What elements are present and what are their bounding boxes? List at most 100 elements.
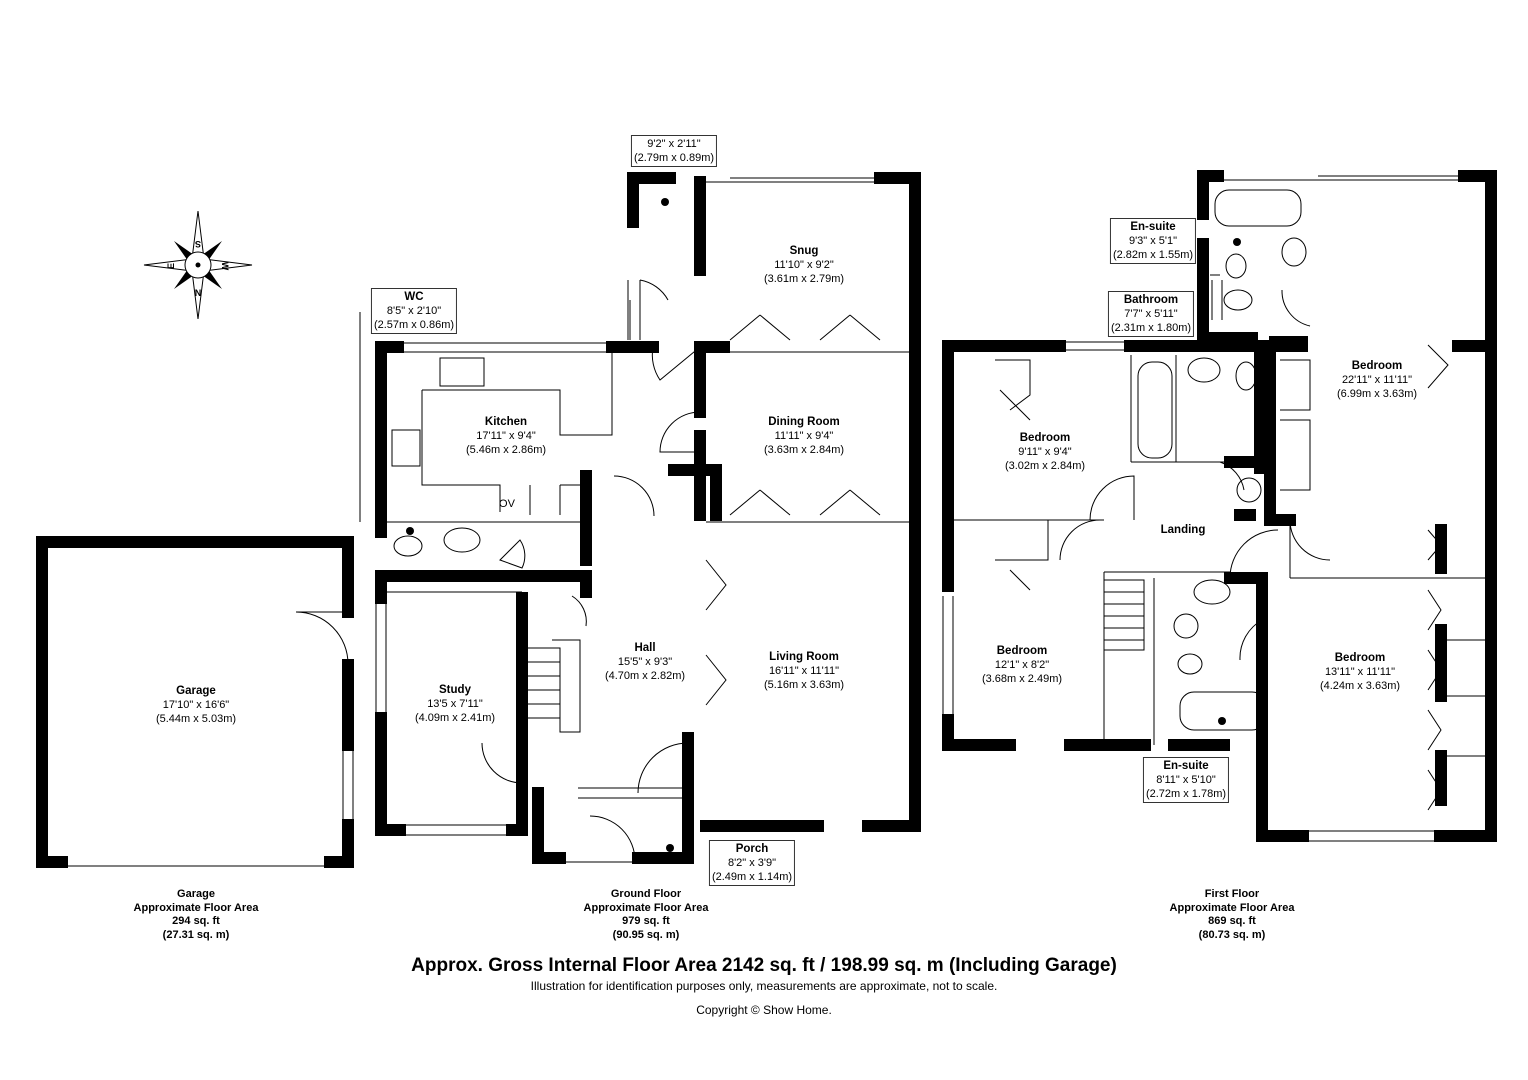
room-label-garage: Garage 17'10" x 16'6" (5.44m x 5.03m) bbox=[156, 684, 236, 726]
room-label-study: Study 13'5 x 7'11" (4.09m x 2.41m) bbox=[415, 683, 495, 725]
room-dims: 8'2" x 3'9" bbox=[727, 857, 777, 869]
room-dims: 9'2" x 2'11" bbox=[647, 138, 701, 150]
room-label-cupboard: 9'2" x 2'11" (2.79m x 0.89m) bbox=[630, 135, 718, 167]
room-metric: (4.24m x 3.63m) bbox=[1319, 680, 1401, 692]
room-metric: (4.09m x 2.41m) bbox=[414, 712, 496, 724]
compass-s: S bbox=[195, 239, 201, 249]
room-dims: 17'11" x 9'4" bbox=[476, 430, 536, 442]
room-metric: (2.79m x 0.89m) bbox=[633, 152, 715, 164]
room-metric: (3.68m x 2.49m) bbox=[981, 673, 1063, 685]
room-label-hall: Hall 15'5" x 9'3" (4.70m x 2.82m) bbox=[605, 641, 685, 683]
room-name: Bedroom bbox=[1351, 360, 1403, 372]
room-name: Living Room bbox=[769, 651, 839, 663]
room-dims: 15'5" x 9'3" bbox=[617, 656, 673, 668]
first-floor-thin-lines bbox=[942, 175, 1491, 842]
garage-thin-lines bbox=[62, 611, 354, 867]
room-label-ensuite-upper: En-suite 9'3" x 5'1" (2.82m x 1.55m) bbox=[1109, 218, 1197, 264]
room-metric: (4.70m x 2.82m) bbox=[604, 670, 686, 682]
compass-w: W bbox=[220, 262, 230, 271]
compass-e: E bbox=[166, 263, 176, 269]
room-dims: 12'1" x 8'2" bbox=[994, 659, 1050, 671]
floor-title: Garage bbox=[177, 888, 215, 900]
oven-label: OV bbox=[499, 498, 515, 510]
room-dims: 11'11" x 9'4" bbox=[774, 430, 834, 442]
room-label-wc: WC 8'5" x 2'10" (2.57m x 0.86m) bbox=[370, 288, 458, 334]
fixture-dots bbox=[406, 198, 1241, 852]
room-dims: 11'10" x 9'2" bbox=[774, 259, 834, 271]
floor-area-garage: Garage Approximate Floor Area 294 sq. ft… bbox=[134, 888, 259, 942]
room-name: Bedroom bbox=[1019, 432, 1071, 444]
disclaimer: Illustration for identification purposes… bbox=[530, 979, 998, 993]
room-label-bathroom: Bathroom 7'7" x 5'11" (2.31m x 1.80m) bbox=[1107, 291, 1195, 337]
gross-floor-area: Approx. Gross Internal Floor Area 2142 s… bbox=[411, 955, 1117, 976]
room-dims: 8'11" x 5'10" bbox=[1156, 774, 1216, 786]
room-dims: 7'7" x 5'11" bbox=[1124, 308, 1178, 320]
room-name: Garage bbox=[176, 685, 216, 697]
room-metric: (3.02m x 2.84m) bbox=[1004, 460, 1086, 472]
room-metric: (2.31m x 1.80m) bbox=[1110, 322, 1192, 334]
floor-subtitle: Approximate Floor Area bbox=[133, 901, 259, 914]
floor-area-ground: Ground Floor Approximate Floor Area 979 … bbox=[584, 888, 709, 942]
room-label-ensuite-lower: En-suite 8'11" x 5'10" (2.72m x 1.78m) bbox=[1142, 757, 1230, 803]
room-metric: (6.99m x 3.63m) bbox=[1336, 388, 1418, 400]
room-name: Snug bbox=[789, 245, 819, 257]
room-metric: (3.61m x 2.79m) bbox=[763, 273, 845, 285]
floor-area-sqft: 294 sq. ft bbox=[172, 915, 220, 927]
compass-icon: S N E W bbox=[143, 210, 253, 320]
room-name: Dining Room bbox=[768, 416, 840, 428]
room-label-dining: Dining Room 11'11" x 9'4" (3.63m x 2.84m… bbox=[764, 415, 844, 457]
floor-area-sqft: 979 sq. ft bbox=[622, 915, 670, 927]
room-metric: (2.82m x 1.55m) bbox=[1112, 249, 1194, 261]
floor-area-sqft: 869 sq. ft bbox=[1208, 915, 1256, 927]
floor-title: Ground Floor bbox=[610, 888, 682, 900]
room-label-snug: Snug 11'10" x 9'2" (3.61m x 2.79m) bbox=[764, 244, 844, 286]
room-metric: (2.49m x 1.14m) bbox=[711, 871, 793, 883]
room-metric: (2.72m x 1.78m) bbox=[1145, 788, 1227, 800]
floor-area-sqm: (80.73 sq. m) bbox=[1198, 928, 1266, 941]
room-dims: 13'11" x 11'11" bbox=[1324, 666, 1396, 678]
room-name: WC bbox=[404, 291, 424, 303]
floor-area-sqm: (90.95 sq. m) bbox=[612, 928, 680, 941]
room-name: Hall bbox=[634, 642, 656, 654]
room-label-bedroom-3: Bedroom 12'1" x 8'2" (3.68m x 2.49m) bbox=[982, 644, 1062, 686]
room-dims: 22'11" x 11'11" bbox=[1341, 374, 1413, 386]
compass-n: N bbox=[195, 288, 202, 298]
room-label-bedroom-4: Bedroom 13'11" x 11'11" (4.24m x 3.63m) bbox=[1320, 651, 1400, 693]
room-name: Bedroom bbox=[996, 645, 1048, 657]
room-label-living: Living Room 16'11" x 11'11" (5.16m x 3.6… bbox=[764, 650, 844, 692]
room-metric: (5.44m x 5.03m) bbox=[155, 713, 237, 725]
ground-floor-walls bbox=[375, 172, 921, 864]
floor-area-first: First Floor Approximate Floor Area 869 s… bbox=[1170, 888, 1295, 942]
footer: Approx. Gross Internal Floor Area 2142 s… bbox=[0, 955, 1528, 1017]
room-label-landing: Landing bbox=[1161, 523, 1206, 537]
room-name: Landing bbox=[1160, 524, 1206, 536]
room-label-bedroom-2: Bedroom 9'11" x 9'4" (3.02m x 2.84m) bbox=[1005, 431, 1085, 473]
room-dims: 8'5" x 2'10" bbox=[386, 305, 442, 317]
room-metric: (5.46m x 2.86m) bbox=[465, 444, 547, 456]
copyright: Copyright © Show Home. bbox=[696, 1003, 832, 1017]
floor-subtitle: Approximate Floor Area bbox=[583, 901, 709, 914]
floor-subtitle: Approximate Floor Area bbox=[1169, 901, 1295, 914]
room-name: En-suite bbox=[1163, 760, 1209, 772]
floor-title: First Floor bbox=[1204, 888, 1260, 900]
ground-floor-thin-lines bbox=[359, 177, 921, 863]
room-dims: 16'11" x 11'11" bbox=[768, 665, 840, 677]
room-name: Bedroom bbox=[1334, 652, 1386, 664]
room-dims: 9'11" x 9'4" bbox=[1018, 446, 1072, 458]
room-label-bedroom-main: Bedroom 22'11" x 11'11" (6.99m x 3.63m) bbox=[1337, 359, 1417, 401]
room-dims: 9'3" x 5'1" bbox=[1128, 235, 1178, 247]
room-name: Study bbox=[439, 684, 471, 696]
room-label-kitchen: Kitchen 17'11" x 9'4" (5.46m x 2.86m) bbox=[466, 415, 546, 457]
room-name: En-suite bbox=[1130, 221, 1176, 233]
garage-walls bbox=[36, 536, 354, 868]
floor-area-sqm: (27.31 sq. m) bbox=[162, 928, 230, 941]
room-name: Kitchen bbox=[484, 416, 528, 428]
room-metric: (2.57m x 0.86m) bbox=[373, 319, 455, 331]
room-label-porch: Porch 8'2" x 3'9" (2.49m x 1.14m) bbox=[708, 840, 796, 886]
room-dims: 17'10" x 16'6" bbox=[162, 699, 230, 711]
room-metric: (5.16m x 3.63m) bbox=[763, 679, 845, 691]
room-name: Bathroom bbox=[1123, 294, 1179, 306]
room-metric: (3.63m x 2.84m) bbox=[763, 444, 845, 456]
room-dims: 13'5 x 7'11" bbox=[427, 698, 483, 710]
